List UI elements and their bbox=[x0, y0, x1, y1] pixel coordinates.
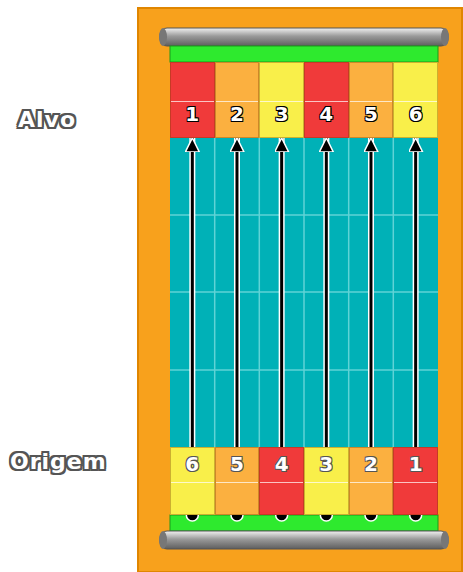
cell-divider bbox=[305, 101, 348, 102]
cell-divider bbox=[350, 101, 393, 102]
origin-cell: 3 bbox=[304, 447, 349, 515]
roller-cap bbox=[441, 531, 449, 549]
target-number: 3 bbox=[272, 103, 292, 125]
roller-cap bbox=[441, 28, 449, 46]
origin-number: 1 bbox=[406, 453, 426, 475]
origin-number: 6 bbox=[182, 453, 202, 475]
cell-divider bbox=[350, 482, 393, 483]
top-roller bbox=[160, 28, 448, 46]
lane-field bbox=[170, 28, 438, 548]
target-cell: 4 bbox=[304, 62, 349, 138]
target-cell: 5 bbox=[349, 62, 394, 138]
lane-grid bbox=[170, 138, 438, 447]
origin-number: 4 bbox=[272, 453, 292, 475]
origin-number: 5 bbox=[227, 453, 247, 475]
cell-divider bbox=[171, 482, 214, 483]
origin-number: 3 bbox=[316, 453, 336, 475]
origin-cell: 5 bbox=[215, 447, 260, 515]
cell-divider bbox=[394, 101, 437, 102]
bottom-green-bar bbox=[170, 515, 438, 531]
roller-cap bbox=[159, 531, 167, 549]
origin-number: 2 bbox=[361, 453, 381, 475]
side-label: Origem bbox=[10, 450, 107, 474]
cell-divider bbox=[260, 101, 303, 102]
bottom-roller bbox=[160, 531, 448, 549]
origin-cell: 4 bbox=[259, 447, 304, 515]
board-frame bbox=[138, 8, 462, 572]
cell-divider bbox=[305, 482, 348, 483]
target-number: 5 bbox=[361, 103, 381, 125]
side-label: Alvo bbox=[18, 108, 76, 132]
target-cell: 1 bbox=[170, 62, 215, 138]
top-green-bar bbox=[170, 46, 438, 62]
cell-divider bbox=[171, 101, 214, 102]
target-number: 1 bbox=[182, 103, 202, 125]
target-cell: 2 bbox=[215, 62, 260, 138]
cell-divider bbox=[216, 482, 259, 483]
target-number: 2 bbox=[227, 103, 247, 125]
roller-cap bbox=[159, 28, 167, 46]
target-number: 6 bbox=[406, 103, 426, 125]
cell-divider bbox=[216, 101, 259, 102]
cell-divider bbox=[394, 482, 437, 483]
target-cell: 3 bbox=[259, 62, 304, 138]
origin-cell: 2 bbox=[349, 447, 394, 515]
cell-divider bbox=[260, 482, 303, 483]
target-number: 4 bbox=[316, 103, 336, 125]
target-cell: 6 bbox=[393, 62, 438, 138]
origin-cell: 1 bbox=[393, 447, 438, 515]
origin-cell: 6 bbox=[170, 447, 215, 515]
